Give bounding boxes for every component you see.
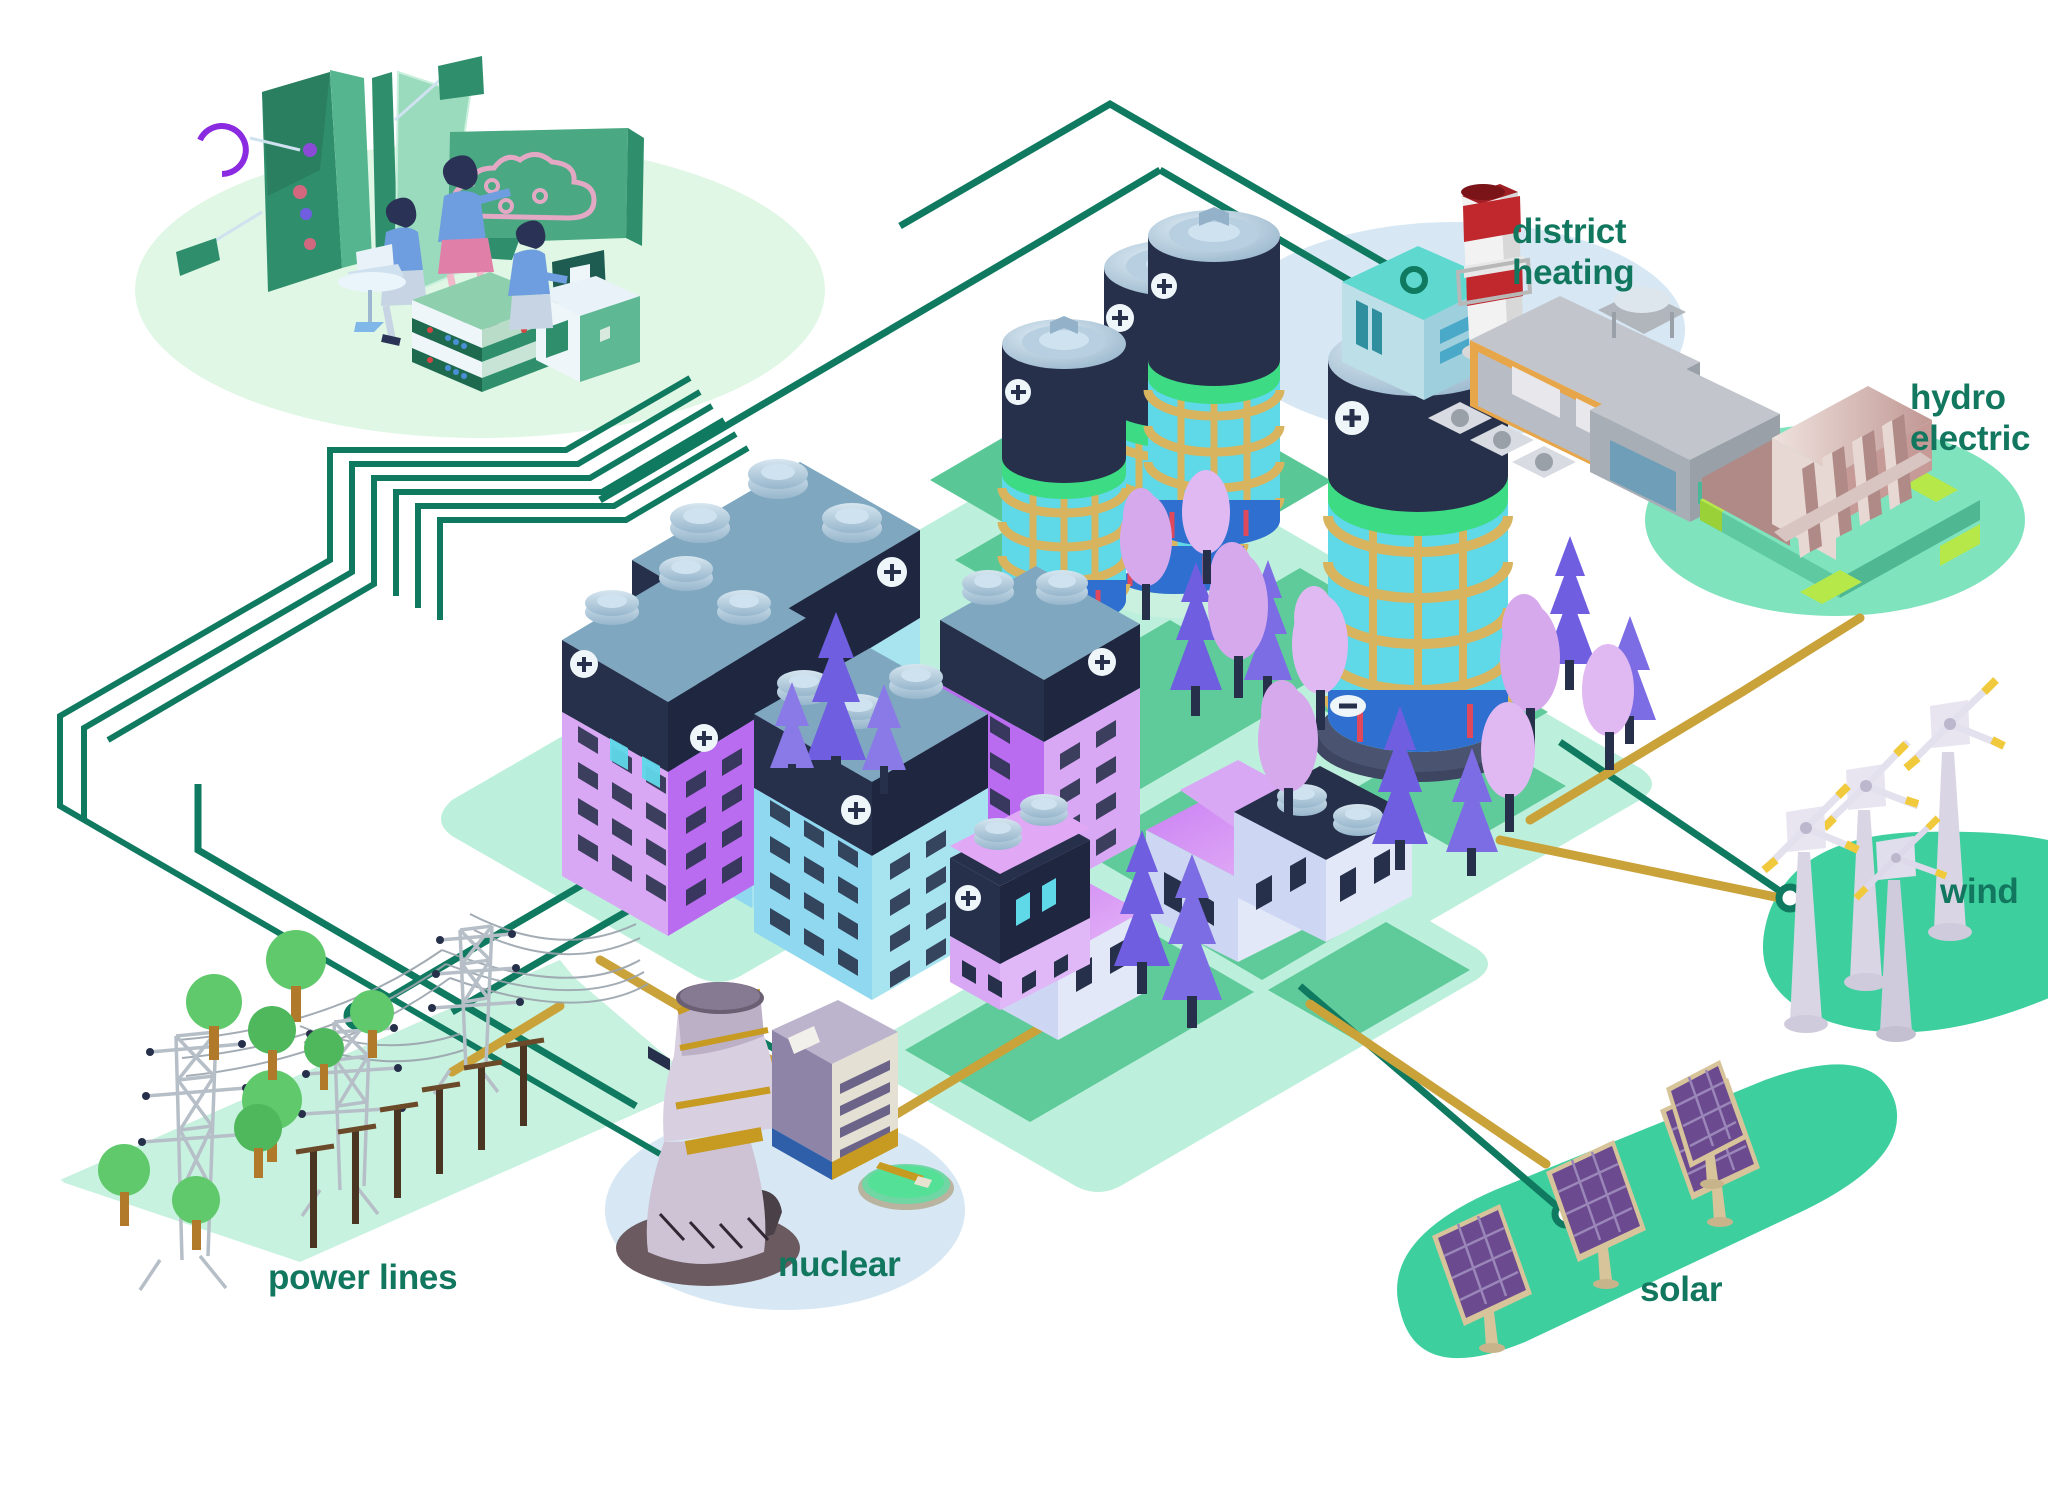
reactor-building [772,1000,898,1180]
label-power-lines: power lines [268,1258,458,1297]
bus-line-6 [437,445,750,620]
battery-block-building [754,648,988,1000]
solar-panel [1432,1204,1532,1353]
park-trees [1120,470,1656,876]
laptop-on-stand [338,244,406,332]
map-nodes [176,56,484,276]
person-operator [508,220,568,330]
battery-terminal-minus-icon [1330,695,1366,717]
pine-tree [1114,830,1170,994]
utility-poles [295,1037,545,1248]
gold-line-solar [1305,999,1551,1169]
pine-tree [1162,854,1222,1028]
trunk-city-east [1558,739,1792,901]
label-nuclear: nuclear [778,1245,901,1284]
wind-ground [1763,831,2048,1033]
label-hydro-electric: hydro electric [1910,378,2031,458]
battery-terminal-plus-icon [955,885,981,911]
bus-line-2 [81,389,702,818]
pine-tree [770,682,814,792]
battery-terminal-plus-icon [877,557,907,587]
trunk-north-2 [598,166,1162,504]
battery-terminal-plus-icon [1088,648,1116,676]
battery-terminal-plus-icon [570,650,598,678]
battery-terminal-plus-icon [841,795,871,825]
solar-panel [1546,1140,1646,1289]
round-trees [98,930,394,1250]
battery-terminal-plus-icon [690,724,718,752]
gold-line-powerlines [447,1001,565,1077]
gold-line-wind [1495,835,1795,905]
label-wind: wind [1940,872,2019,911]
trunk-heating [898,99,1416,284]
reactor-pool [858,1162,954,1210]
trunk-lower-left [194,784,638,1110]
battery-terminal-plus-icon [1005,379,1031,405]
bus-line-3 [106,403,714,743]
battery-block-building [562,556,806,936]
wind-turbine [1819,739,1920,991]
dam-crest [1772,386,1932,474]
wind-turbine [1761,783,1860,1033]
bus-line-5 [415,431,738,608]
label-solar: solar [1640,1270,1723,1309]
label-district-heating: district heating [1512,212,1635,292]
bus-line-4 [393,417,726,596]
vent-units [1428,402,1576,478]
map-panel-icon [262,70,492,298]
bus-line-1 [57,375,692,1157]
pine-tree [806,612,866,790]
wall-screen [448,128,644,260]
pine-tree [862,684,906,794]
battery-house [950,794,1090,1010]
cooling-tower [616,982,800,1286]
wind-turbine [1903,677,2006,941]
transmission-pylon [138,1030,251,1291]
battery-terminal-plus-icon [1151,273,1177,299]
battery-terminal-plus-icon [1335,401,1369,435]
wind-turbine [1853,815,1948,1042]
gold-line-hydro [1525,613,1865,825]
heating-industrial-block [1428,287,1780,522]
battery-tower [1143,207,1285,546]
solar-panel [1666,1060,1748,1189]
workstation [508,220,640,382]
battery-terminal-plus-icon [1106,304,1134,332]
